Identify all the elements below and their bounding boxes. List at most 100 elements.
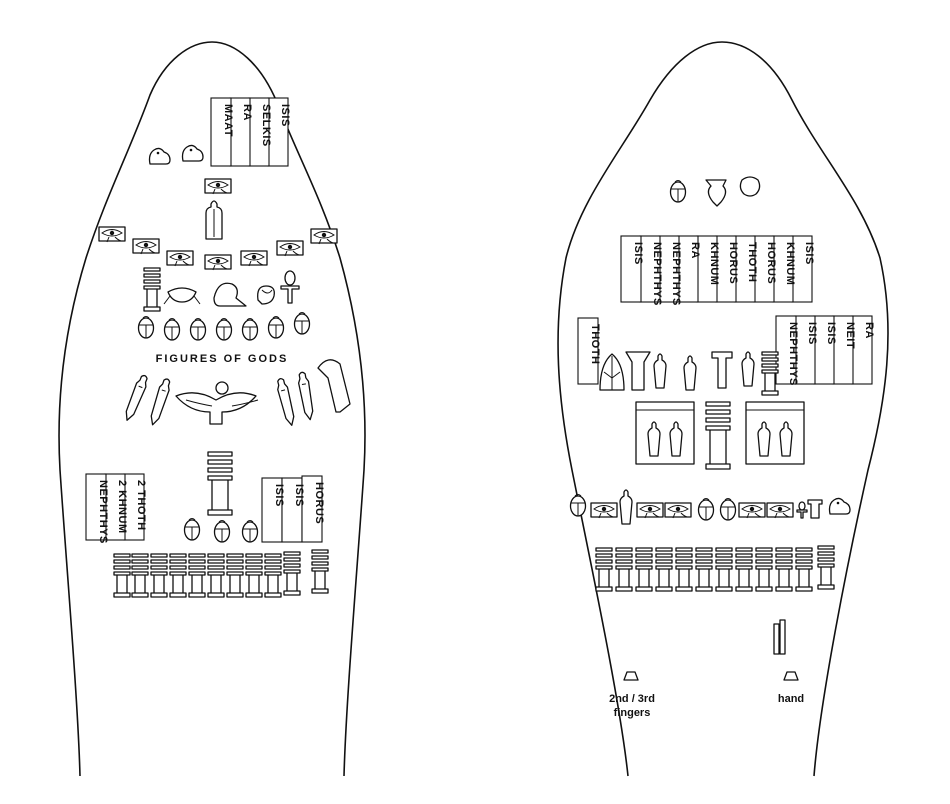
djed-pillar-icon xyxy=(715,547,733,592)
scarab-icon xyxy=(293,311,311,335)
label-isis: ISIS xyxy=(806,322,818,345)
djed-pillar-icon xyxy=(675,547,693,592)
djed-pillar-icon xyxy=(755,547,773,592)
label-box xyxy=(210,97,232,167)
djed-pillar-icon xyxy=(695,547,713,592)
label-maat: MAAT xyxy=(222,104,234,137)
left-figures-of-gods xyxy=(121,359,351,428)
label-neit: NEIT xyxy=(844,322,856,349)
right-shrine-icon xyxy=(745,401,805,465)
god-figure-icon xyxy=(121,373,151,423)
feather-amulet-icon xyxy=(599,353,625,391)
label-horus: HORUS xyxy=(313,482,325,524)
scarab-icon xyxy=(183,517,201,541)
knot-amulet-icon xyxy=(257,285,275,305)
label-box xyxy=(620,235,642,303)
scarab-icon xyxy=(241,317,259,341)
two-finger-amulet-icon xyxy=(773,619,786,655)
god-figure-icon xyxy=(653,353,667,389)
frog-amulet-icon xyxy=(148,147,171,165)
ankh-icon xyxy=(280,270,300,304)
scarab-icon xyxy=(213,519,231,543)
winged-scarab-icon xyxy=(163,287,201,305)
label-horus: HORUS xyxy=(765,242,777,284)
left-heart-scarabs xyxy=(183,517,259,543)
god-figure-icon xyxy=(274,376,298,428)
scarab-icon xyxy=(669,179,687,203)
label-thoth: THOTH xyxy=(589,324,601,364)
god-figure-icon xyxy=(296,370,316,422)
left-shrine-icon xyxy=(635,401,695,465)
wedjat-eye-icon xyxy=(166,250,194,267)
label-isis: ISIS xyxy=(825,322,837,345)
label-box xyxy=(85,473,107,541)
scarab-icon xyxy=(137,315,155,339)
fan-amulet-icon xyxy=(625,351,651,391)
djed-pillar-icon xyxy=(615,547,633,592)
hand-marker-icon xyxy=(783,671,799,681)
right-figure-row xyxy=(599,351,779,396)
mallet-amulet-icon xyxy=(711,351,733,389)
wedjat-eye-icon xyxy=(204,178,232,195)
right-top-labels: ISIS KHNUM HORUS THOTH HORUS KHNUM RA NE… xyxy=(620,235,815,306)
scarab-icon xyxy=(697,497,715,521)
fingers-marker-icon xyxy=(623,671,639,681)
wedjat-eye-icon xyxy=(132,238,160,255)
label-nephthys: NEPHTHYS xyxy=(670,242,682,306)
djed-pillar-icon xyxy=(131,553,149,598)
wedjat-eye-icon xyxy=(738,502,766,519)
label-ra: RA xyxy=(863,322,875,339)
djed-pillar-icon xyxy=(595,547,613,592)
djed-pillar-icon xyxy=(245,553,263,598)
label-isis: ISIS xyxy=(293,484,305,507)
label-isis: ISIS xyxy=(273,484,285,507)
djed-pillar-icon xyxy=(143,267,161,312)
label-ra: RA xyxy=(689,242,701,259)
wedjat-eye-icon xyxy=(204,254,232,271)
left-scarab-row xyxy=(137,311,311,341)
left-djed-row xyxy=(113,549,329,598)
djed-pillar-icon xyxy=(635,547,653,592)
label-nephthys: NEPHTHYS xyxy=(651,242,663,306)
label-selkis: SELKIS xyxy=(260,104,272,147)
ankh-icon xyxy=(796,501,808,519)
djed-pillar-icon xyxy=(150,553,168,598)
double-feather-icon xyxy=(807,499,823,519)
wedjat-eye-icon xyxy=(590,502,618,519)
heart-amulet-icon xyxy=(705,179,727,207)
scarab-icon xyxy=(215,317,233,341)
label-2-thoth: 2 THOTH xyxy=(135,480,147,531)
label-box xyxy=(775,315,797,385)
djed-pillar-icon xyxy=(311,549,329,594)
djed-pillar-icon xyxy=(169,553,187,598)
god-figure-icon xyxy=(741,351,755,387)
fingers-caption-line1: 2nd / 3rd xyxy=(609,693,655,705)
right-eye-scarab-row xyxy=(569,489,851,525)
wedjat-eye-icon xyxy=(276,240,304,257)
large-djed-pillar-icon xyxy=(705,401,731,470)
left-mummy-outline xyxy=(58,41,366,777)
djed-pillar-icon xyxy=(735,547,753,592)
label-isis: ISIS xyxy=(803,242,815,265)
wedjat-eye-icon xyxy=(310,228,338,245)
djed-pillar-icon xyxy=(761,351,779,396)
djed-pillar-icon xyxy=(655,547,673,592)
label-nephthys: NEPHTHYS xyxy=(787,322,799,386)
left-top-labels: ISIS SELKIS RA MAAT xyxy=(210,97,291,167)
wedjat-eye-icon xyxy=(636,502,664,519)
hand-caption: hand xyxy=(778,693,804,705)
label-thoth: THOTH xyxy=(746,242,758,282)
wedjat-eye-icon xyxy=(98,226,126,243)
label-isis: ISIS xyxy=(279,104,291,127)
right-side-labels: RA NEIT ISIS ISIS NEPHTHYS xyxy=(775,315,875,386)
right-mummy-outline xyxy=(557,41,889,777)
frog-amulet-icon xyxy=(181,144,204,162)
djed-pillar-icon xyxy=(207,553,225,598)
scarab-icon xyxy=(719,497,737,521)
tall-headrest-icon xyxy=(317,359,351,413)
scarab-icon xyxy=(569,493,587,517)
scarab-icon xyxy=(267,315,285,339)
djed-pillar-icon xyxy=(775,547,793,592)
djed-pillar-icon xyxy=(113,553,131,598)
